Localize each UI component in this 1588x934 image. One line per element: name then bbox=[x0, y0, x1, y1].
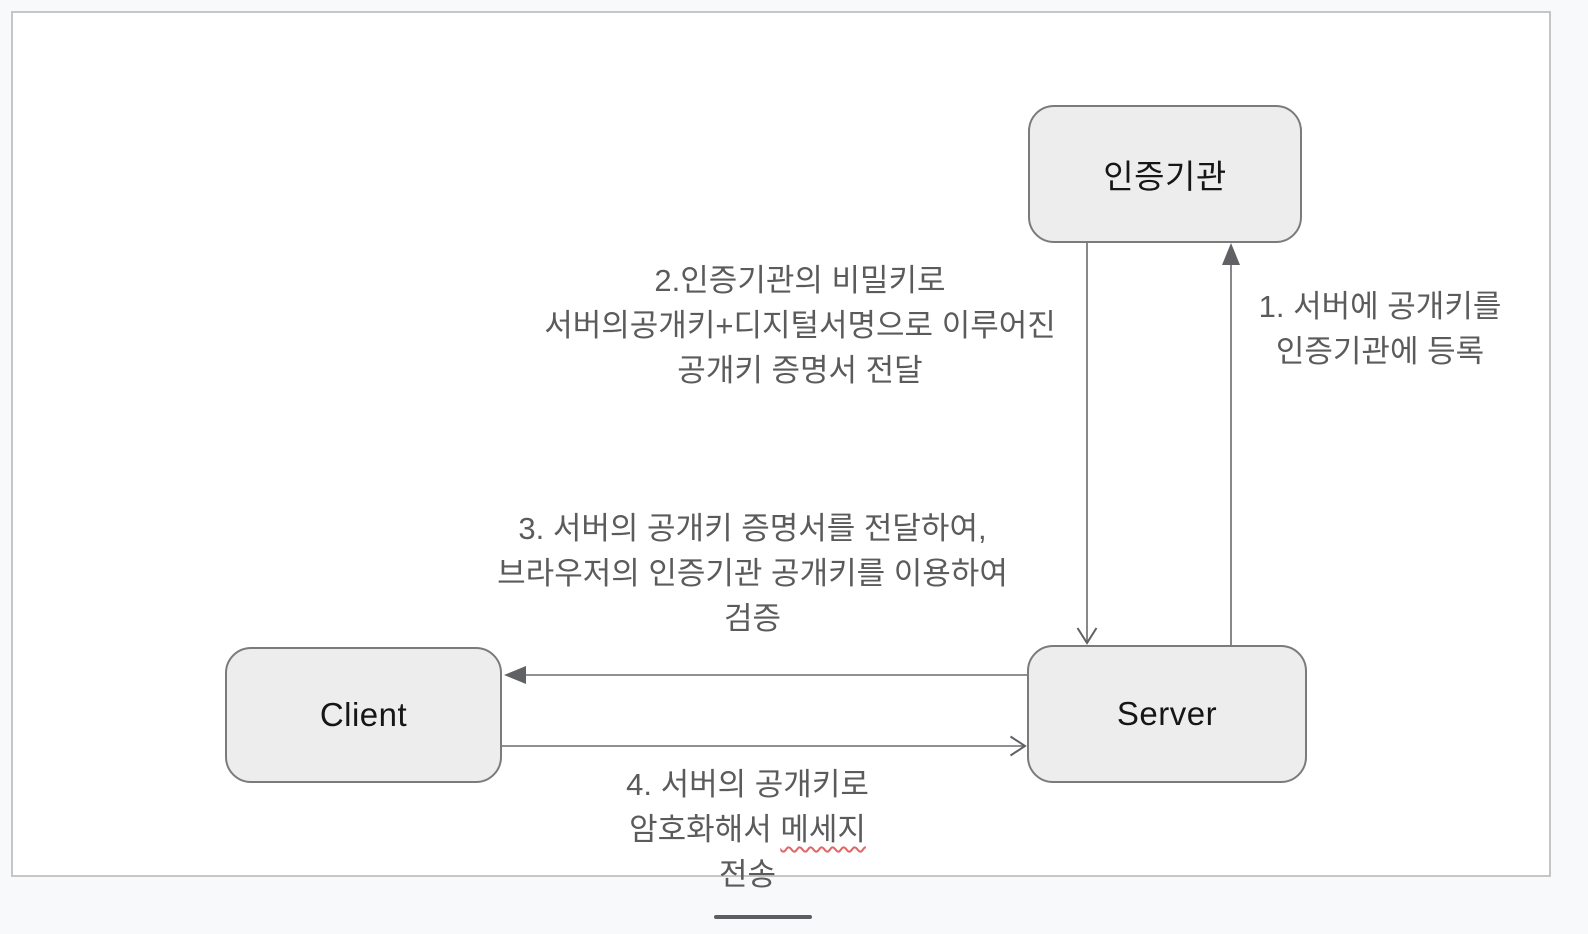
arrow-head-left-icon bbox=[504, 666, 526, 684]
annotation-step4-line2-prefix: 암호화해서 bbox=[629, 812, 781, 847]
node-server[interactable]: Server bbox=[1027, 645, 1307, 783]
annotation-step2-line1: 2.인증기관의 비밀키로 bbox=[654, 263, 946, 298]
annotation-step4[interactable]: 4. 서버의 공개키로 암호화해서 메세지 전송 bbox=[570, 762, 925, 897]
arrow-head-up-icon bbox=[1222, 243, 1240, 265]
node-certificate-authority-label: 인증기관 bbox=[1103, 158, 1227, 195]
node-client-label: Client bbox=[319, 696, 408, 733]
annotation-step4-line3: 전송 bbox=[718, 857, 777, 892]
annotation-step4-line1: 4. 서버의 공개키로 bbox=[626, 767, 869, 802]
node-certificate-authority[interactable]: 인증기관 bbox=[1028, 105, 1302, 243]
arrow-head-right-icon bbox=[1009, 735, 1027, 757]
annotation-step3-line1: 3. 서버의 공개키 증명서를 전달하여, bbox=[518, 511, 987, 546]
arrow-ca-to-server[interactable] bbox=[1076, 243, 1098, 645]
annotation-step3[interactable]: 3. 서버의 공개키 증명서를 전달하여, 브라우저의 인증기관 공개키를 이용… bbox=[420, 506, 1085, 641]
node-server-label: Server bbox=[1116, 695, 1218, 732]
arrow-client-to-server[interactable] bbox=[502, 735, 1027, 757]
annotation-step1-line2: 인증기관에 등록 bbox=[1275, 334, 1485, 369]
annotation-step3-line2: 브라우저의 인증기관 공개키를 이용하여 bbox=[497, 556, 1008, 591]
annotation-step2-line3: 공개키 증명서 전달 bbox=[677, 353, 923, 388]
annotation-step1-line1: 1. 서버에 공개키를 bbox=[1258, 289, 1502, 324]
annotation-step3-line3: 검증 bbox=[723, 601, 782, 636]
arrow-server-to-ca[interactable] bbox=[1222, 243, 1240, 645]
annotation-step2-line2: 서버의공개키+디지털서명으로 이루어진 bbox=[544, 308, 1056, 343]
arrow-server-to-client[interactable] bbox=[504, 666, 1027, 684]
annotation-step1[interactable]: 1. 서버에 공개키를 인증기관에 등록 bbox=[1200, 284, 1560, 374]
node-client[interactable]: Client bbox=[225, 647, 502, 783]
arrow-head-down-icon bbox=[1076, 627, 1098, 645]
annotation-step2[interactable]: 2.인증기관의 비밀키로 서버의공개키+디지털서명으로 이루어진 공개키 증명서… bbox=[470, 258, 1130, 393]
annotation-step4-line2: 암호화해서 메세지 bbox=[570, 807, 925, 852]
annotation-step4-misspelled-word: 메세지 bbox=[780, 812, 866, 847]
underline-bar bbox=[714, 915, 812, 919]
